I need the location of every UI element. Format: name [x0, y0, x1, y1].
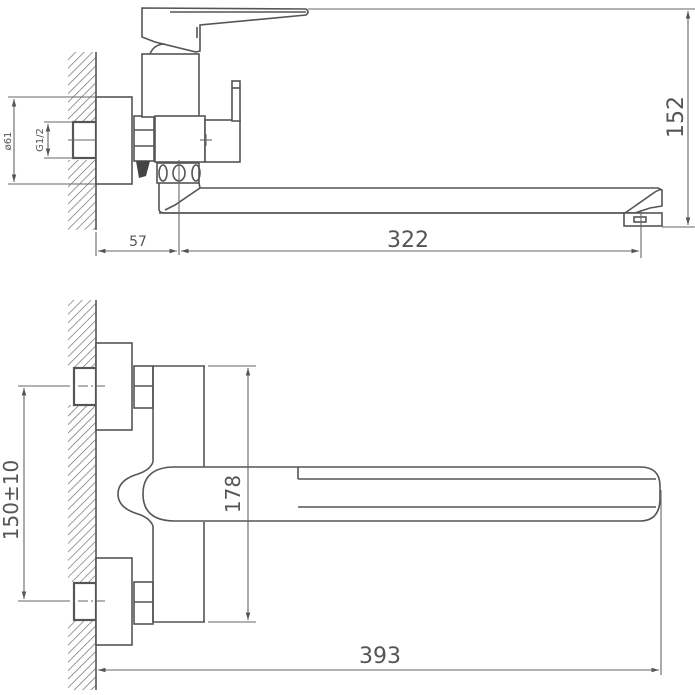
hex-nut-lower — [133, 581, 154, 625]
wall-section-lower — [68, 300, 97, 690]
dimension-body-length: 178 — [208, 365, 256, 623]
side-view: ø61 G1/2 152 57 322 — [3, 7, 695, 258]
flange-diameter-label: ø61 — [3, 132, 14, 151]
swivel-ring — [156, 162, 201, 184]
dimension-flange-diameter: ø61 — [3, 96, 96, 185]
mixer-body — [141, 53, 241, 163]
inlet-pipe — [68, 120, 100, 160]
inlet-spacing-label: 150±10 — [0, 460, 23, 540]
spout-reach-label: 322 — [387, 228, 429, 253]
wall-to-center-label: 57 — [129, 234, 147, 250]
height-label: 152 — [664, 96, 689, 138]
dimension-height: 152 — [308, 8, 695, 228]
dimension-thread: G1/2 — [35, 121, 73, 159]
lever-handle — [141, 7, 309, 55]
hex-nut — [133, 115, 155, 178]
thread-label: G1/2 — [35, 128, 46, 152]
wall-section-upper — [68, 52, 97, 230]
dimension-total-reach: 393 — [98, 490, 662, 675]
hex-nut-upper — [133, 365, 154, 409]
dimension-inlet-spacing: 150±10 — [0, 385, 62, 602]
wall-flange — [95, 96, 133, 185]
spout-top — [142, 466, 661, 522]
total-reach-label: 393 — [359, 644, 401, 669]
body-length-label: 178 — [221, 475, 245, 513]
mixer-body-top — [117, 365, 205, 623]
dimension-horizontal-side: 57 322 — [95, 228, 639, 256]
spout-side — [158, 182, 663, 227]
top-view: 150±10 178 393 — [0, 300, 662, 690]
